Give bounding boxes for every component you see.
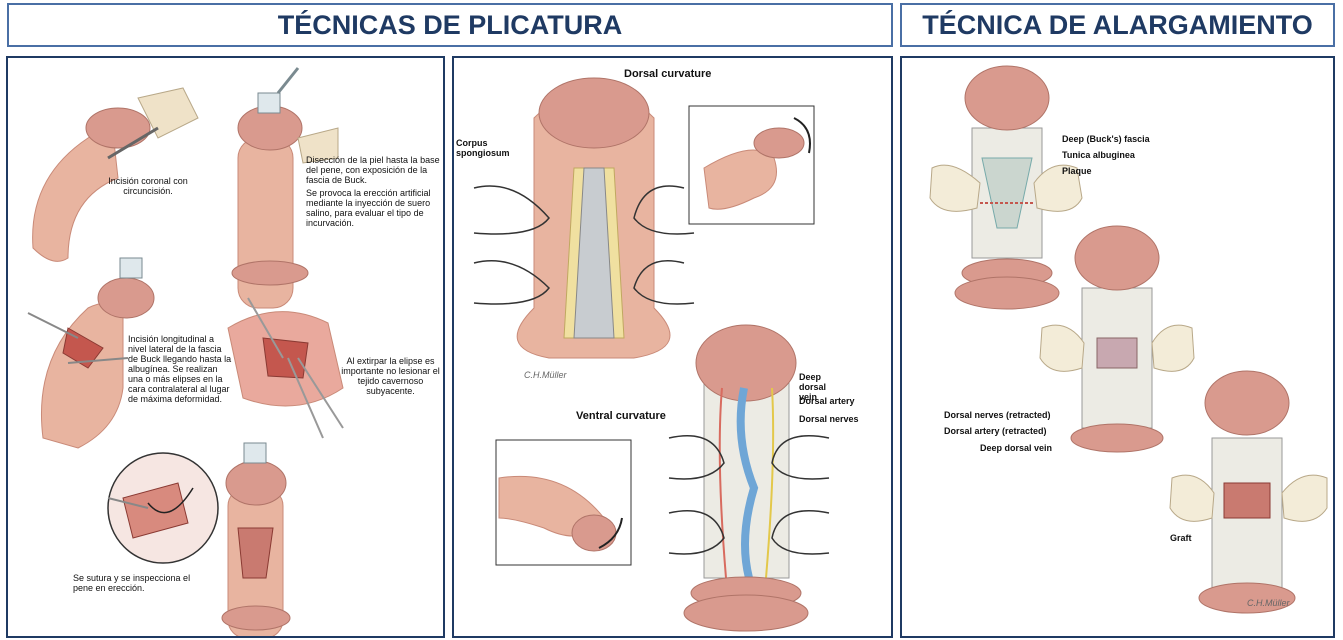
panel-plicatura-steps: Incisión coronal con circuncisión. Disec… bbox=[6, 56, 445, 638]
step1-caption: Incisión coronal con circuncisión. bbox=[103, 176, 193, 196]
step2a-caption: Disección de la piel hasta la base del p… bbox=[306, 155, 445, 185]
step2b-caption: Se provoca la erección artificial median… bbox=[306, 188, 445, 228]
tunica-albuginea-label: Tunica albuginea bbox=[1062, 150, 1135, 160]
dorsal-nerves-label: Dorsal nerves bbox=[799, 414, 859, 424]
corpus-spongiosum-label: Corpus spongiosum bbox=[456, 138, 518, 158]
header-plicatura: TÉCNICAS DE PLICATURA bbox=[7, 3, 893, 47]
step4-caption: Al extirpar la elipse es importante no l… bbox=[338, 356, 443, 396]
deep-dorsal-vein-label-3: Deep dorsal vein bbox=[980, 443, 1052, 453]
dorsal-ventral-illustration bbox=[454, 58, 893, 638]
step3-caption: Incisión longitudinal a nivel lateral de… bbox=[128, 334, 233, 404]
dorsal-curvature-title: Dorsal curvature bbox=[624, 68, 711, 80]
header-alargamiento: TÉCNICA DE ALARGAMIENTO bbox=[900, 3, 1335, 47]
step5-caption: Se sutura y se inspecciona el pene en er… bbox=[73, 573, 203, 593]
dorsal-artery-label: Dorsal artery bbox=[799, 396, 855, 406]
ventral-curvature-title: Ventral curvature bbox=[576, 410, 666, 422]
artist-signature-3: C.H.Müller bbox=[1247, 598, 1290, 608]
graft-label: Graft bbox=[1170, 533, 1192, 543]
artist-signature: C.H.Müller bbox=[524, 370, 567, 380]
bucks-fascia-label: Deep (Buck's) fascia bbox=[1062, 134, 1150, 144]
panel-dorsal-ventral: Dorsal curvature Ventral curvature Corpu… bbox=[452, 56, 893, 638]
dorsal-nerves-retracted-label: Dorsal nerves (retracted) bbox=[944, 410, 1051, 420]
dorsal-artery-retracted-label: Dorsal artery (retracted) bbox=[944, 426, 1047, 436]
plaque-label: Plaque bbox=[1062, 166, 1092, 176]
panel-alargamiento: Deep (Buck's) fascia Tunica albuginea Pl… bbox=[900, 56, 1335, 638]
alargamiento-illustration bbox=[902, 58, 1335, 638]
